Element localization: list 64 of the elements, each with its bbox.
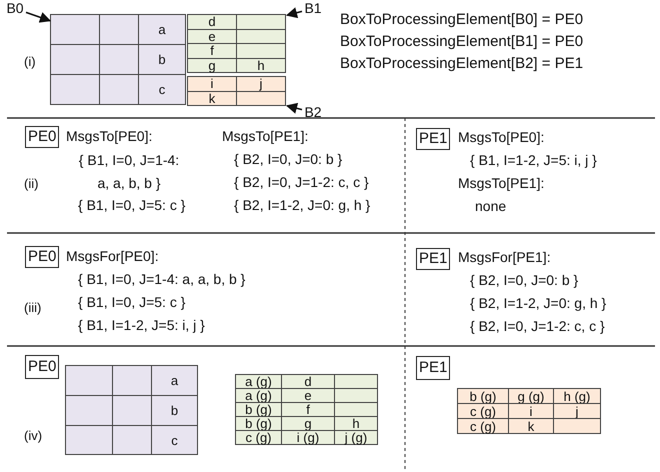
grid-cell: i bbox=[508, 403, 554, 419]
grid-cell: k bbox=[508, 418, 554, 434]
code-text: MsgsTo[PE0]: bbox=[66, 127, 152, 146]
arrow bbox=[26, 12, 52, 23]
grid-cell: i (g) bbox=[281, 430, 335, 445]
code-text: { B1, I=0, J=1-4: a, a, b, b } bbox=[78, 151, 180, 193]
grid-cell: b bbox=[138, 44, 186, 75]
code-text: { B1, I=0, J=1-4: a, a, b, b } bbox=[78, 270, 246, 289]
code-text: { B2, I=0, J=0: b } bbox=[234, 150, 342, 169]
grid-cell: c bbox=[151, 425, 198, 455]
code-text: { B2, I=0, J=1-2: c, c } bbox=[234, 173, 369, 192]
grid-cell: h bbox=[334, 416, 378, 431]
code-text: BoxToProcessingElement[B0] = PE0 bbox=[340, 10, 584, 30]
code-text: MsgsFor[PE1]: bbox=[458, 248, 551, 267]
grid-cell: g bbox=[187, 58, 237, 73]
code-text: MsgsTo[PE1]: bbox=[458, 174, 544, 193]
grid-cell: a bbox=[151, 365, 198, 396]
pe-box: PE1 bbox=[416, 356, 450, 380]
grid-cell: j (g) bbox=[334, 430, 378, 445]
code-text: BoxToProcessingElement[B2] = PE1 bbox=[340, 54, 584, 74]
code-text: { B2, I=0, J=0: b } bbox=[470, 271, 578, 290]
block-label: B1 bbox=[302, 0, 324, 17]
grid-cell: c bbox=[138, 74, 186, 105]
code-text: { B2, I=1-2, J=0: g, h } bbox=[234, 196, 370, 215]
grid-cell: c (g) bbox=[235, 430, 282, 445]
grid-cell: f bbox=[281, 402, 335, 417]
grid-cell bbox=[236, 90, 286, 106]
grid-cell: i bbox=[187, 76, 237, 92]
grid-cell: j bbox=[236, 76, 286, 92]
grid-cell: c (g) bbox=[457, 418, 509, 434]
arrow bbox=[286, 7, 302, 18]
grid-cell: e bbox=[281, 388, 335, 403]
grid-cell: b bbox=[151, 395, 198, 426]
code-text: MsgsTo[PE0]: bbox=[458, 128, 544, 147]
code-text: MsgsTo[PE1]: bbox=[222, 127, 308, 146]
pe-box: PE1 bbox=[416, 248, 450, 270]
grid-cell: f bbox=[187, 43, 237, 58]
code-text: { B1, I=1-2, J=5: i, j } bbox=[470, 151, 597, 170]
grid-cell: k bbox=[187, 90, 237, 106]
code-text: { B1, I=0, J=5: c } bbox=[78, 293, 186, 312]
block-label: B2 bbox=[302, 104, 324, 121]
section-label: (i) bbox=[24, 53, 36, 71]
code-text: MsgsFor[PE0]: bbox=[66, 247, 159, 266]
pe-box: PE0 bbox=[25, 246, 60, 268]
grid-cell: a bbox=[138, 14, 186, 45]
code-text: { B2, I=1-2, J=0: g, h } bbox=[470, 294, 606, 313]
section-label: (ii) bbox=[24, 175, 38, 193]
pe-box: PE0 bbox=[25, 126, 60, 148]
code-text: none bbox=[475, 197, 506, 216]
grid-cell: h bbox=[236, 58, 286, 73]
grid-cell: d bbox=[187, 14, 237, 30]
grid-cell: d bbox=[281, 374, 335, 389]
code-text: { B2, I=0, J=1-2: c, c } bbox=[470, 317, 605, 336]
code-text: BoxToProcessingElement[B1] = PE0 bbox=[340, 32, 584, 52]
section-label: (iv) bbox=[24, 427, 42, 445]
pe-box: PE1 bbox=[416, 128, 450, 150]
arrow bbox=[286, 102, 302, 114]
code-text: { B1, I=0, J=5: c } bbox=[78, 196, 186, 215]
code-text: { B1, I=1-2, J=5: i, j } bbox=[78, 316, 205, 335]
grid-cell bbox=[236, 14, 286, 30]
pe-box: PE0 bbox=[25, 355, 60, 379]
grid-cell bbox=[50, 14, 100, 45]
section-label: (iii) bbox=[24, 299, 42, 317]
block-label: B0 bbox=[4, 0, 26, 17]
